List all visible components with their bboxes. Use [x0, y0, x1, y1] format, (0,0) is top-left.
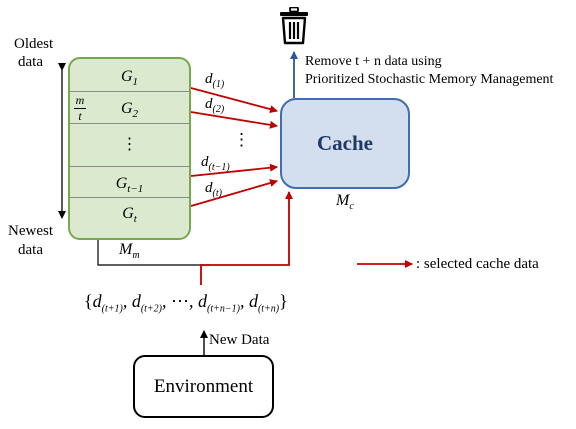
memory-row-g1: G1 — [120, 68, 139, 89]
arrow-label-dt: d(t) — [205, 180, 222, 199]
memory-name: Mm — [119, 241, 140, 262]
new-data-set: {d(t+1), d(t+2), ⋯, d(t+n−1), d(t+n)} — [84, 291, 288, 315]
memory-divider — [70, 166, 189, 167]
fraction-bar — [74, 108, 86, 109]
cache-name: Mc — [336, 192, 354, 213]
arrow-gt-to-cache — [190, 179, 278, 207]
arrow-g1-to-cache — [190, 87, 278, 114]
row-size-fraction: m t — [74, 94, 86, 122]
arrow-g2-to-cache — [190, 111, 278, 129]
arrow-gt1-to-cache — [190, 163, 278, 177]
remove-text-line2: Prioritized Stochastic Memory Management — [305, 72, 554, 87]
oldest-label-line1: Oldest — [14, 36, 54, 52]
memory-row-g2: G2 — [120, 100, 139, 121]
newest-label-line2: data — [18, 242, 43, 258]
newest-label-line1: Newest — [8, 223, 53, 239]
oldest-label-line2: data — [18, 54, 43, 70]
new-data-label: New Data — [209, 332, 270, 348]
arrow-label-d2: d(2) — [205, 96, 225, 115]
memory-row-gt-minus-1: Gt−1 — [115, 175, 144, 196]
fraction-numerator: m — [75, 93, 85, 107]
fraction-denominator: t — [78, 109, 82, 123]
memory-divider — [70, 123, 189, 124]
arrow-label-ellipsis: ⋮ — [233, 130, 250, 149]
new-data-subscript: (t+2) — [140, 303, 163, 315]
new-data-subscript: (t+n−1) — [207, 303, 240, 315]
environment-block: Environment — [133, 355, 274, 418]
memory-block: G1 G2 ⋮ Gt−1 Gt — [68, 57, 191, 240]
legend-label: : selected cache data — [416, 256, 539, 272]
memory-row-ellipsis: ⋮ — [121, 136, 138, 153]
arrow-newdata-to-cache — [200, 191, 293, 285]
new-data-subscript: (t+n) — [257, 303, 280, 315]
trash-icon — [280, 7, 308, 45]
arrow-label-dt-minus-1: d(t−1) — [201, 154, 230, 173]
memory-row-gt: Gt — [122, 205, 137, 226]
new-data-subscript: (t+1) — [101, 303, 123, 315]
cache-label: Cache — [317, 131, 373, 155]
memory-divider — [70, 91, 189, 92]
arrow-label-d1: d(1) — [205, 71, 225, 90]
remove-text-line1: Remove t + n data using — [305, 54, 442, 69]
memory-divider — [70, 197, 189, 198]
cache-block: Cache — [280, 98, 410, 189]
environment-label: Environment — [153, 375, 254, 397]
